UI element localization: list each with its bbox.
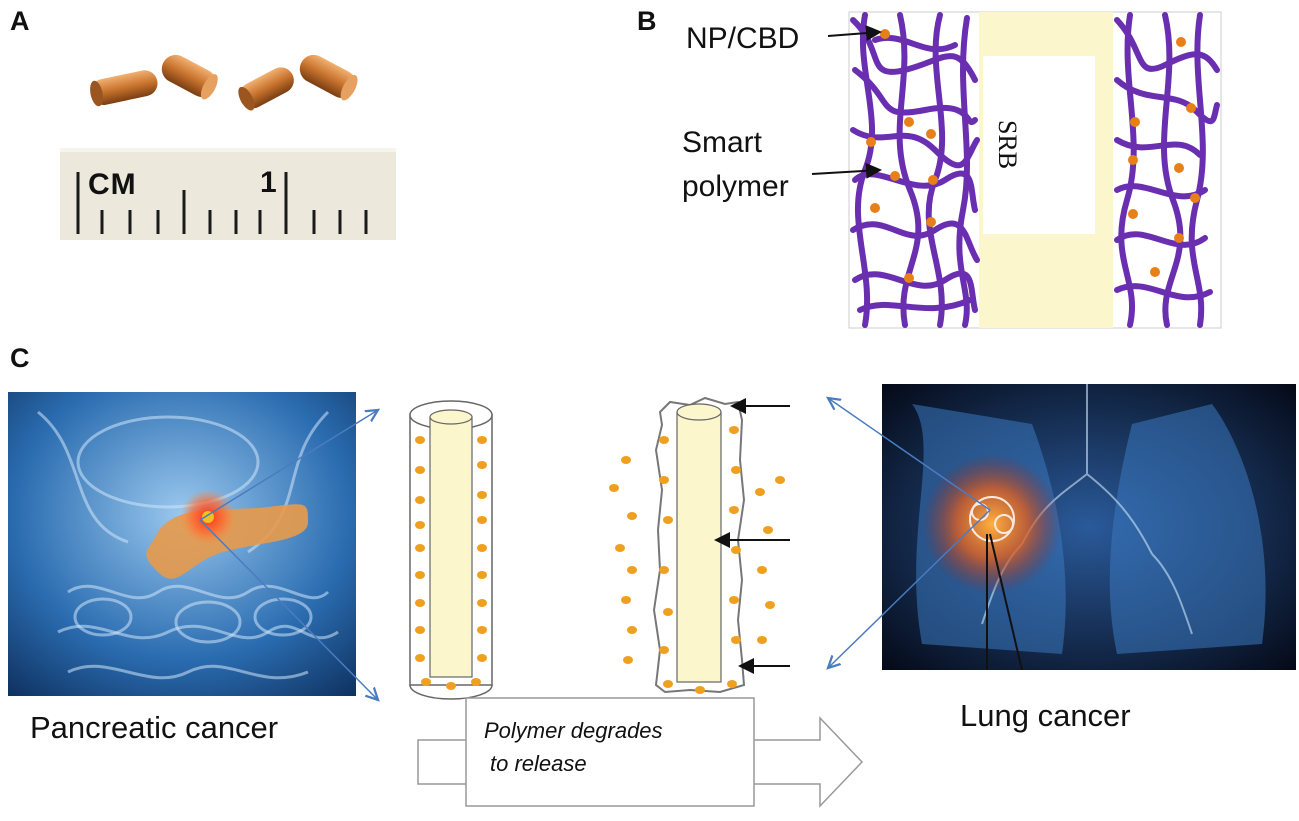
seed-1 (90, 70, 158, 107)
polymer-left (850, 12, 980, 328)
ruler (60, 148, 396, 240)
release-text-line2: to release (490, 751, 587, 776)
release-text-line1: Polymer degrades (484, 718, 663, 743)
panel-letter-b: B (637, 6, 657, 36)
lung-illustration (882, 384, 1296, 670)
degrading-implant (609, 396, 790, 694)
seed-2 (161, 54, 218, 100)
seed-4 (299, 54, 358, 101)
ruler-unit-label: CM (88, 168, 137, 201)
srb-label: SRB (993, 120, 1022, 170)
panel-letter-c: C (10, 343, 30, 373)
ruler-mark-label: 1 (260, 166, 277, 199)
panel-letter-a: A (10, 6, 30, 36)
intact-implant (409, 400, 493, 700)
np-dots-b (866, 29, 1200, 283)
pancreatic-cancer-label: Pancreatic cancer (30, 710, 279, 745)
panel-b-diagram (848, 11, 1222, 329)
panel-a-photo (60, 54, 396, 240)
smart-polymer-label-line1: Smart (682, 126, 763, 159)
smart-polymer-label-line2: polymer (682, 170, 789, 203)
srb-label-box (983, 56, 1095, 234)
seed-3 (238, 67, 294, 111)
lung-cancer-label: Lung cancer (960, 698, 1131, 733)
pancreas-illustration (8, 392, 356, 696)
release-text: Polymer degrades to release (484, 714, 663, 780)
np-cbd-label: NP/CBD (686, 22, 800, 55)
